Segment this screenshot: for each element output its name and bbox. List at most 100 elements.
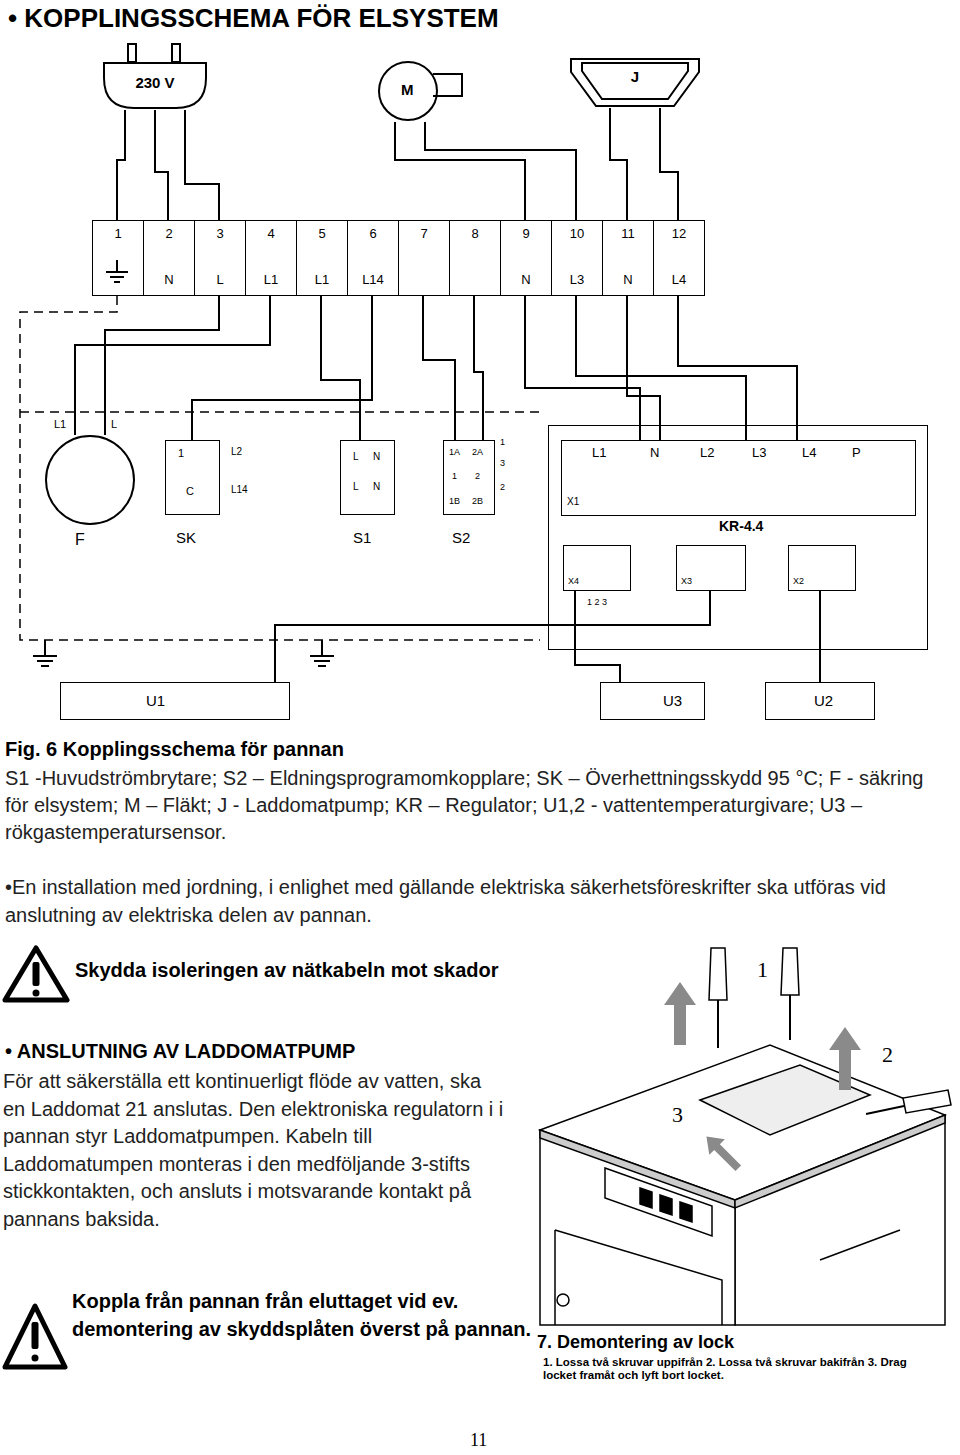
wire	[660, 108, 678, 220]
program-switch: 1A2A121B2BS2	[443, 440, 495, 515]
wire	[185, 110, 219, 220]
node-label: L	[353, 481, 359, 493]
node-label: X2	[793, 576, 804, 586]
wire-label: L	[111, 418, 117, 431]
node-label: N	[501, 273, 551, 288]
terminal: 3L	[194, 220, 246, 296]
node-label: L3	[552, 273, 602, 288]
wire	[425, 122, 576, 220]
switch	[640, 1188, 652, 1208]
wire	[321, 296, 360, 440]
node-label: N	[603, 273, 653, 288]
boiler-lid	[540, 1045, 945, 1200]
pin-number: 3	[500, 458, 505, 468]
node-label: 1B	[449, 496, 460, 506]
node-label: 7	[399, 227, 449, 242]
pin-number: 1 2 3	[587, 597, 607, 607]
body-text: För att säkerställa ett kontinuerligt fl…	[3, 1068, 505, 1233]
wire	[576, 296, 746, 440]
dashed-wire	[20, 296, 540, 640]
ground-line	[44, 640, 46, 656]
node-label: U3	[663, 692, 682, 709]
node-label: X4	[568, 576, 579, 586]
temperature-sensor: U1	[60, 682, 290, 720]
regulator: KR-4.4L1NL2L3L4PX1X4X3X2	[548, 425, 928, 650]
ground-line	[114, 281, 120, 283]
warning-text: Koppla från pannan från eluttaget vid ev…	[72, 1288, 532, 1343]
terminal: 1	[92, 220, 144, 296]
temperature-sensor: U2	[765, 682, 875, 720]
wire	[819, 591, 821, 682]
figure-caption: Fig. 6 Kopplingsschema för pannan	[5, 738, 344, 761]
screwdriver-shaft	[789, 995, 791, 1040]
page-number: 11	[470, 1430, 487, 1451]
wire	[525, 296, 640, 440]
door-frame	[555, 1230, 722, 1325]
flue-gas-sensor: U3	[600, 682, 705, 720]
figure-title: 7. Demontering av lock	[537, 1332, 734, 1353]
wire	[395, 122, 525, 220]
node-label: 11	[603, 227, 653, 242]
pin-number: 1	[500, 437, 505, 447]
warning-triangle	[5, 948, 67, 1000]
terminal: 5L1	[296, 220, 348, 296]
fan-motor: M	[370, 60, 450, 122]
screwdriver-handle	[903, 1090, 951, 1113]
node-label: L1	[246, 273, 296, 288]
connector-block: X3	[676, 545, 746, 591]
node-label: 1	[93, 227, 143, 242]
ground-line	[110, 276, 124, 278]
node-label: SK	[176, 529, 196, 546]
node-label: 8	[450, 227, 500, 242]
node-label: 2	[475, 471, 480, 481]
main-switch: LNLNS1	[340, 440, 395, 515]
node-label: 4	[246, 227, 296, 242]
node-label: 1A	[449, 447, 460, 457]
terminal: 7	[398, 220, 450, 296]
node-label: 1	[452, 471, 457, 481]
regulator-terminals: L1NL2L3L4PX1	[561, 440, 916, 516]
node-label: S1	[353, 529, 371, 546]
switch	[680, 1202, 692, 1222]
ground-line	[116, 260, 118, 272]
direction-arrows	[664, 982, 861, 1176]
node-label: N	[373, 481, 380, 493]
ground-line	[314, 660, 330, 662]
warning-mark	[32, 1322, 39, 1349]
node-label: L4	[654, 273, 704, 288]
side-detail	[820, 1230, 900, 1260]
boiler-illustration	[540, 1045, 945, 1325]
prong	[128, 44, 136, 62]
note-text: •En installation med jordning, i enlighe…	[5, 873, 950, 929]
warning-icon	[5, 1306, 65, 1367]
ground-terminal	[106, 260, 128, 282]
warning-text: Skydda isoleringen av nätkabeln mot skad…	[75, 957, 515, 984]
terminal: 2N	[143, 220, 195, 296]
node-label: X3	[681, 576, 692, 586]
wire	[192, 296, 372, 440]
node-label: L14	[348, 273, 398, 288]
terminal: 9N	[500, 220, 552, 296]
warning-mark	[33, 962, 40, 986]
node-label: F	[75, 531, 85, 549]
screwdriver-handle	[781, 948, 799, 995]
door-knob	[557, 1294, 569, 1306]
node-label: L1	[592, 446, 606, 461]
node-label: U1	[146, 692, 165, 709]
warning-mark	[32, 1355, 39, 1362]
node-label: L2	[700, 446, 714, 461]
pump-plug: J	[570, 58, 700, 108]
ground-symbols	[33, 640, 334, 666]
overheat-switch: 1CSK	[165, 440, 220, 515]
ground-line	[37, 660, 53, 662]
node-label: N	[144, 273, 194, 288]
wire	[155, 110, 168, 220]
node-label: L3	[752, 446, 766, 461]
node-label: 1	[178, 447, 184, 460]
ground-line	[321, 640, 323, 656]
wire-label: L1	[54, 418, 66, 431]
node-label: S2	[452, 529, 470, 546]
screwdriver-shaft	[866, 1106, 904, 1114]
node-label: N	[650, 446, 659, 461]
